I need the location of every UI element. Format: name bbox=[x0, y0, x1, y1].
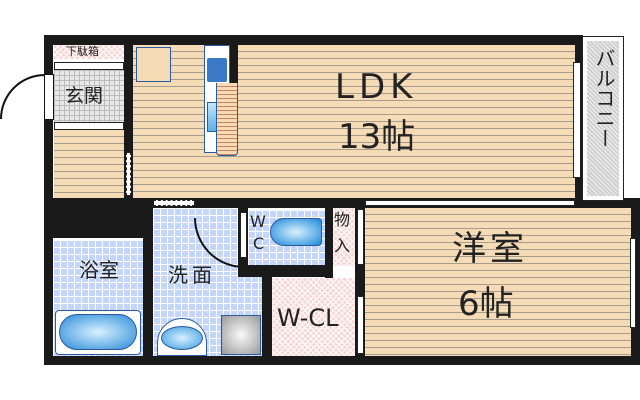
entrance bbox=[54, 70, 124, 122]
wall-bottom bbox=[44, 356, 640, 365]
western-room-window[interactable] bbox=[630, 238, 636, 328]
wall-wash-right bbox=[262, 275, 272, 358]
wall-bath-wash bbox=[143, 208, 153, 358]
entrance-door[interactable] bbox=[44, 74, 54, 120]
entrance-step bbox=[54, 122, 124, 130]
washing-machine-space-icon bbox=[221, 315, 261, 355]
entrance-label: 玄関 bbox=[65, 85, 104, 107]
balcony-label: バルコニー bbox=[592, 48, 616, 148]
shoe-cabinet bbox=[54, 45, 124, 59]
kitchen-bar bbox=[216, 83, 238, 156]
ldk-size: 13帖 bbox=[338, 117, 416, 157]
stove-icon bbox=[207, 58, 227, 82]
walk-in-closet bbox=[272, 278, 355, 356]
ldk-balcony-window[interactable] bbox=[573, 62, 581, 178]
bathroom-label: 浴室 bbox=[79, 258, 119, 282]
hall-door[interactable] bbox=[126, 152, 131, 196]
wall-middle-horizontal bbox=[44, 198, 640, 208]
toilet-door[interactable] bbox=[240, 212, 247, 258]
toilet-label-c: C bbox=[253, 234, 265, 253]
ldk-label: LDK bbox=[335, 67, 418, 107]
western-room bbox=[365, 208, 631, 356]
bathtub-basin-icon bbox=[59, 314, 137, 350]
storage-label-2: 入 bbox=[334, 236, 351, 255]
walk-in-closet-door[interactable] bbox=[357, 296, 364, 354]
hall-floor bbox=[54, 130, 124, 198]
walk-in-closet-label: W-CL bbox=[277, 304, 339, 332]
balcony bbox=[582, 36, 624, 201]
washbasin-bowl-icon bbox=[161, 326, 203, 350]
shoe-cabinet-label: 下駄箱 bbox=[66, 45, 99, 58]
wall-wc-right bbox=[325, 208, 333, 278]
toilet-icon bbox=[270, 218, 322, 246]
western-room-label: 洋室 bbox=[452, 229, 528, 269]
wall-genkan-ldk bbox=[124, 45, 133, 198]
storage-label-1: 物 bbox=[334, 210, 351, 229]
western-room-size: 6帖 bbox=[458, 284, 514, 324]
washroom-door[interactable] bbox=[153, 200, 195, 206]
wall-wc-bottom bbox=[238, 265, 333, 277]
toilet-label-w: W bbox=[250, 212, 266, 231]
storage-door[interactable] bbox=[357, 209, 364, 265]
wall-top bbox=[44, 35, 578, 45]
refrigerator-space-icon bbox=[136, 47, 171, 82]
bath-storage-block bbox=[53, 208, 143, 238]
shoe-cabinet-door[interactable] bbox=[54, 62, 124, 70]
sliding-door-bedroom[interactable] bbox=[365, 200, 575, 206]
washroom-label: 洗面 bbox=[168, 263, 216, 287]
wall-closet-bedroom bbox=[355, 208, 365, 358]
kitchen-wall bbox=[230, 45, 238, 83]
storage-closet bbox=[333, 208, 355, 266]
